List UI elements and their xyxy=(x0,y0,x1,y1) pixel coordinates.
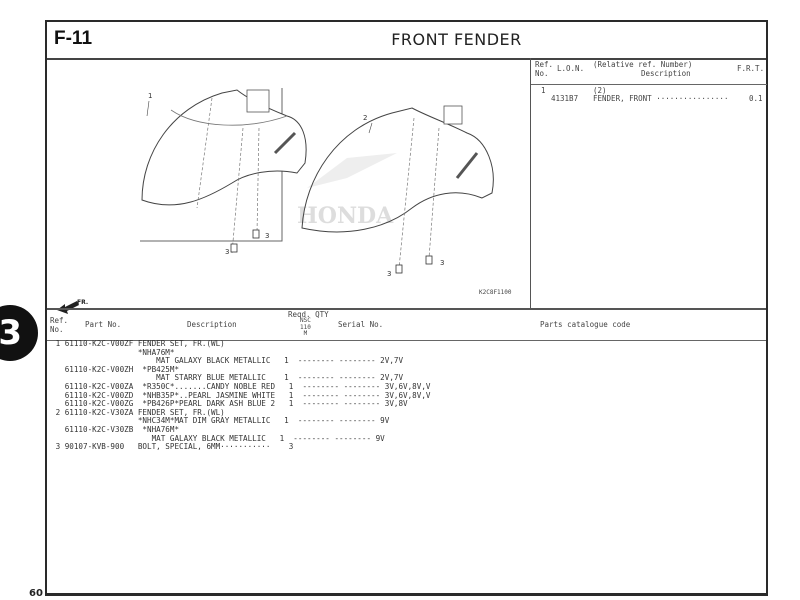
pl-serial-header: Serial No. xyxy=(338,320,384,329)
svg-text:FR.: FR. xyxy=(77,299,88,306)
table-row: 61110-K2C-V00ZG *PB426P*PEARL DARK ASH B… xyxy=(51,399,408,409)
table-row: *NHC34M*MAT DIM GRAY METALLIC 1 --------… xyxy=(51,416,390,426)
exploded-diagram: 1 3 3 HONDA 2 3 3 FR. K2C8F1100 xyxy=(47,58,530,314)
table-row: 61110-K2C-V00ZA *R350C*.......CANDY NOBL… xyxy=(51,381,431,391)
svg-text:3: 3 xyxy=(440,259,444,267)
section-tab: 3 xyxy=(0,305,38,361)
pl-description-header: Description xyxy=(187,320,237,329)
frt-header: F.R.T. xyxy=(737,64,765,73)
page-title: FRONT FENDER xyxy=(391,30,522,49)
pl-model-header: NSC 110 M xyxy=(300,317,311,337)
ref-panel: Ref. No. L.O.N. (Relative ref. Number) D… xyxy=(530,58,767,308)
figure-id: K2C8F1100 xyxy=(479,289,512,296)
pl-reqd-qty-header: Reqd. QTY xyxy=(288,310,329,319)
table-row: 2 61110-K2C-V30ZA FENDER SET, FR.(WL) xyxy=(51,407,225,417)
callout-2: 2 xyxy=(363,114,367,122)
table-row: 61110-K2C-V00ZD *NHB35P*..PEARL JASMINE … xyxy=(51,390,431,400)
ref-no-header: Ref. No. xyxy=(535,60,554,78)
svg-text:3: 3 xyxy=(387,270,391,278)
title-bar: F-11 FRONT FENDER xyxy=(47,22,766,60)
page-number: 60 xyxy=(29,588,43,599)
table-row: 61110-K2C-V00ZH *PB425M* xyxy=(51,364,180,374)
ref-row-relative: (2) xyxy=(593,86,607,95)
front-direction-arrow-icon: FR. xyxy=(55,296,95,320)
honda-watermark: HONDA xyxy=(297,203,394,229)
table-row: 61110-K2C-V30ZB *NHA76M* xyxy=(51,424,180,434)
parts-list-header: Ref. No. Part No. Description Reqd. QTY … xyxy=(47,310,766,341)
catalogue-page-frame: F-11 FRONT FENDER 1 3 3 HONDA xyxy=(45,20,768,596)
parts-list-rows: 1 61110-K2C-V00ZF FENDER SET, FR.(WL) *N… xyxy=(51,339,431,452)
fender-illustration: 1 3 3 HONDA 2 3 3 xyxy=(140,88,494,278)
table-row: *NHA76M* xyxy=(51,347,175,357)
svg-text:3: 3 xyxy=(265,232,269,240)
section-code: F-11 xyxy=(54,28,93,49)
relative-header: (Relative ref. Number) xyxy=(593,60,693,69)
table-row: MAT GALAXY BLACK METALLIC 1 -------- ---… xyxy=(51,433,385,443)
lon-header: L.O.N. xyxy=(557,64,585,73)
ref-row-ref: 1 xyxy=(541,86,546,95)
ref-panel-header: Ref. No. L.O.N. (Relative ref. Number) D… xyxy=(531,58,767,85)
ref-row-frt: 0.1 xyxy=(749,94,763,103)
table-row: 3 90107-KVB-900 BOLT, SPECIAL, 6MM······… xyxy=(51,442,294,452)
table-row: MAT GALAXY BLACK METALLIC 1 -------- ---… xyxy=(51,356,404,366)
table-row: 1 61110-K2C-V00ZF FENDER SET, FR.(WL) xyxy=(51,339,225,348)
pl-part-no-header: Part No. xyxy=(85,320,122,329)
callout-1: 1 xyxy=(148,92,152,100)
pl-ref-no-header: Ref. No. xyxy=(50,316,69,334)
pl-catalogue-header: Parts catalogue code xyxy=(540,320,631,329)
ref-row-description: FENDER, FRONT ················ xyxy=(593,94,729,103)
svg-text:3: 3 xyxy=(225,248,229,256)
table-row: MAT STARRY BLUE METALLIC 1 -------- ----… xyxy=(51,373,404,383)
description-header: Description xyxy=(641,69,691,78)
divider xyxy=(47,308,766,310)
ref-row-lon: 4131B7 xyxy=(551,94,579,103)
